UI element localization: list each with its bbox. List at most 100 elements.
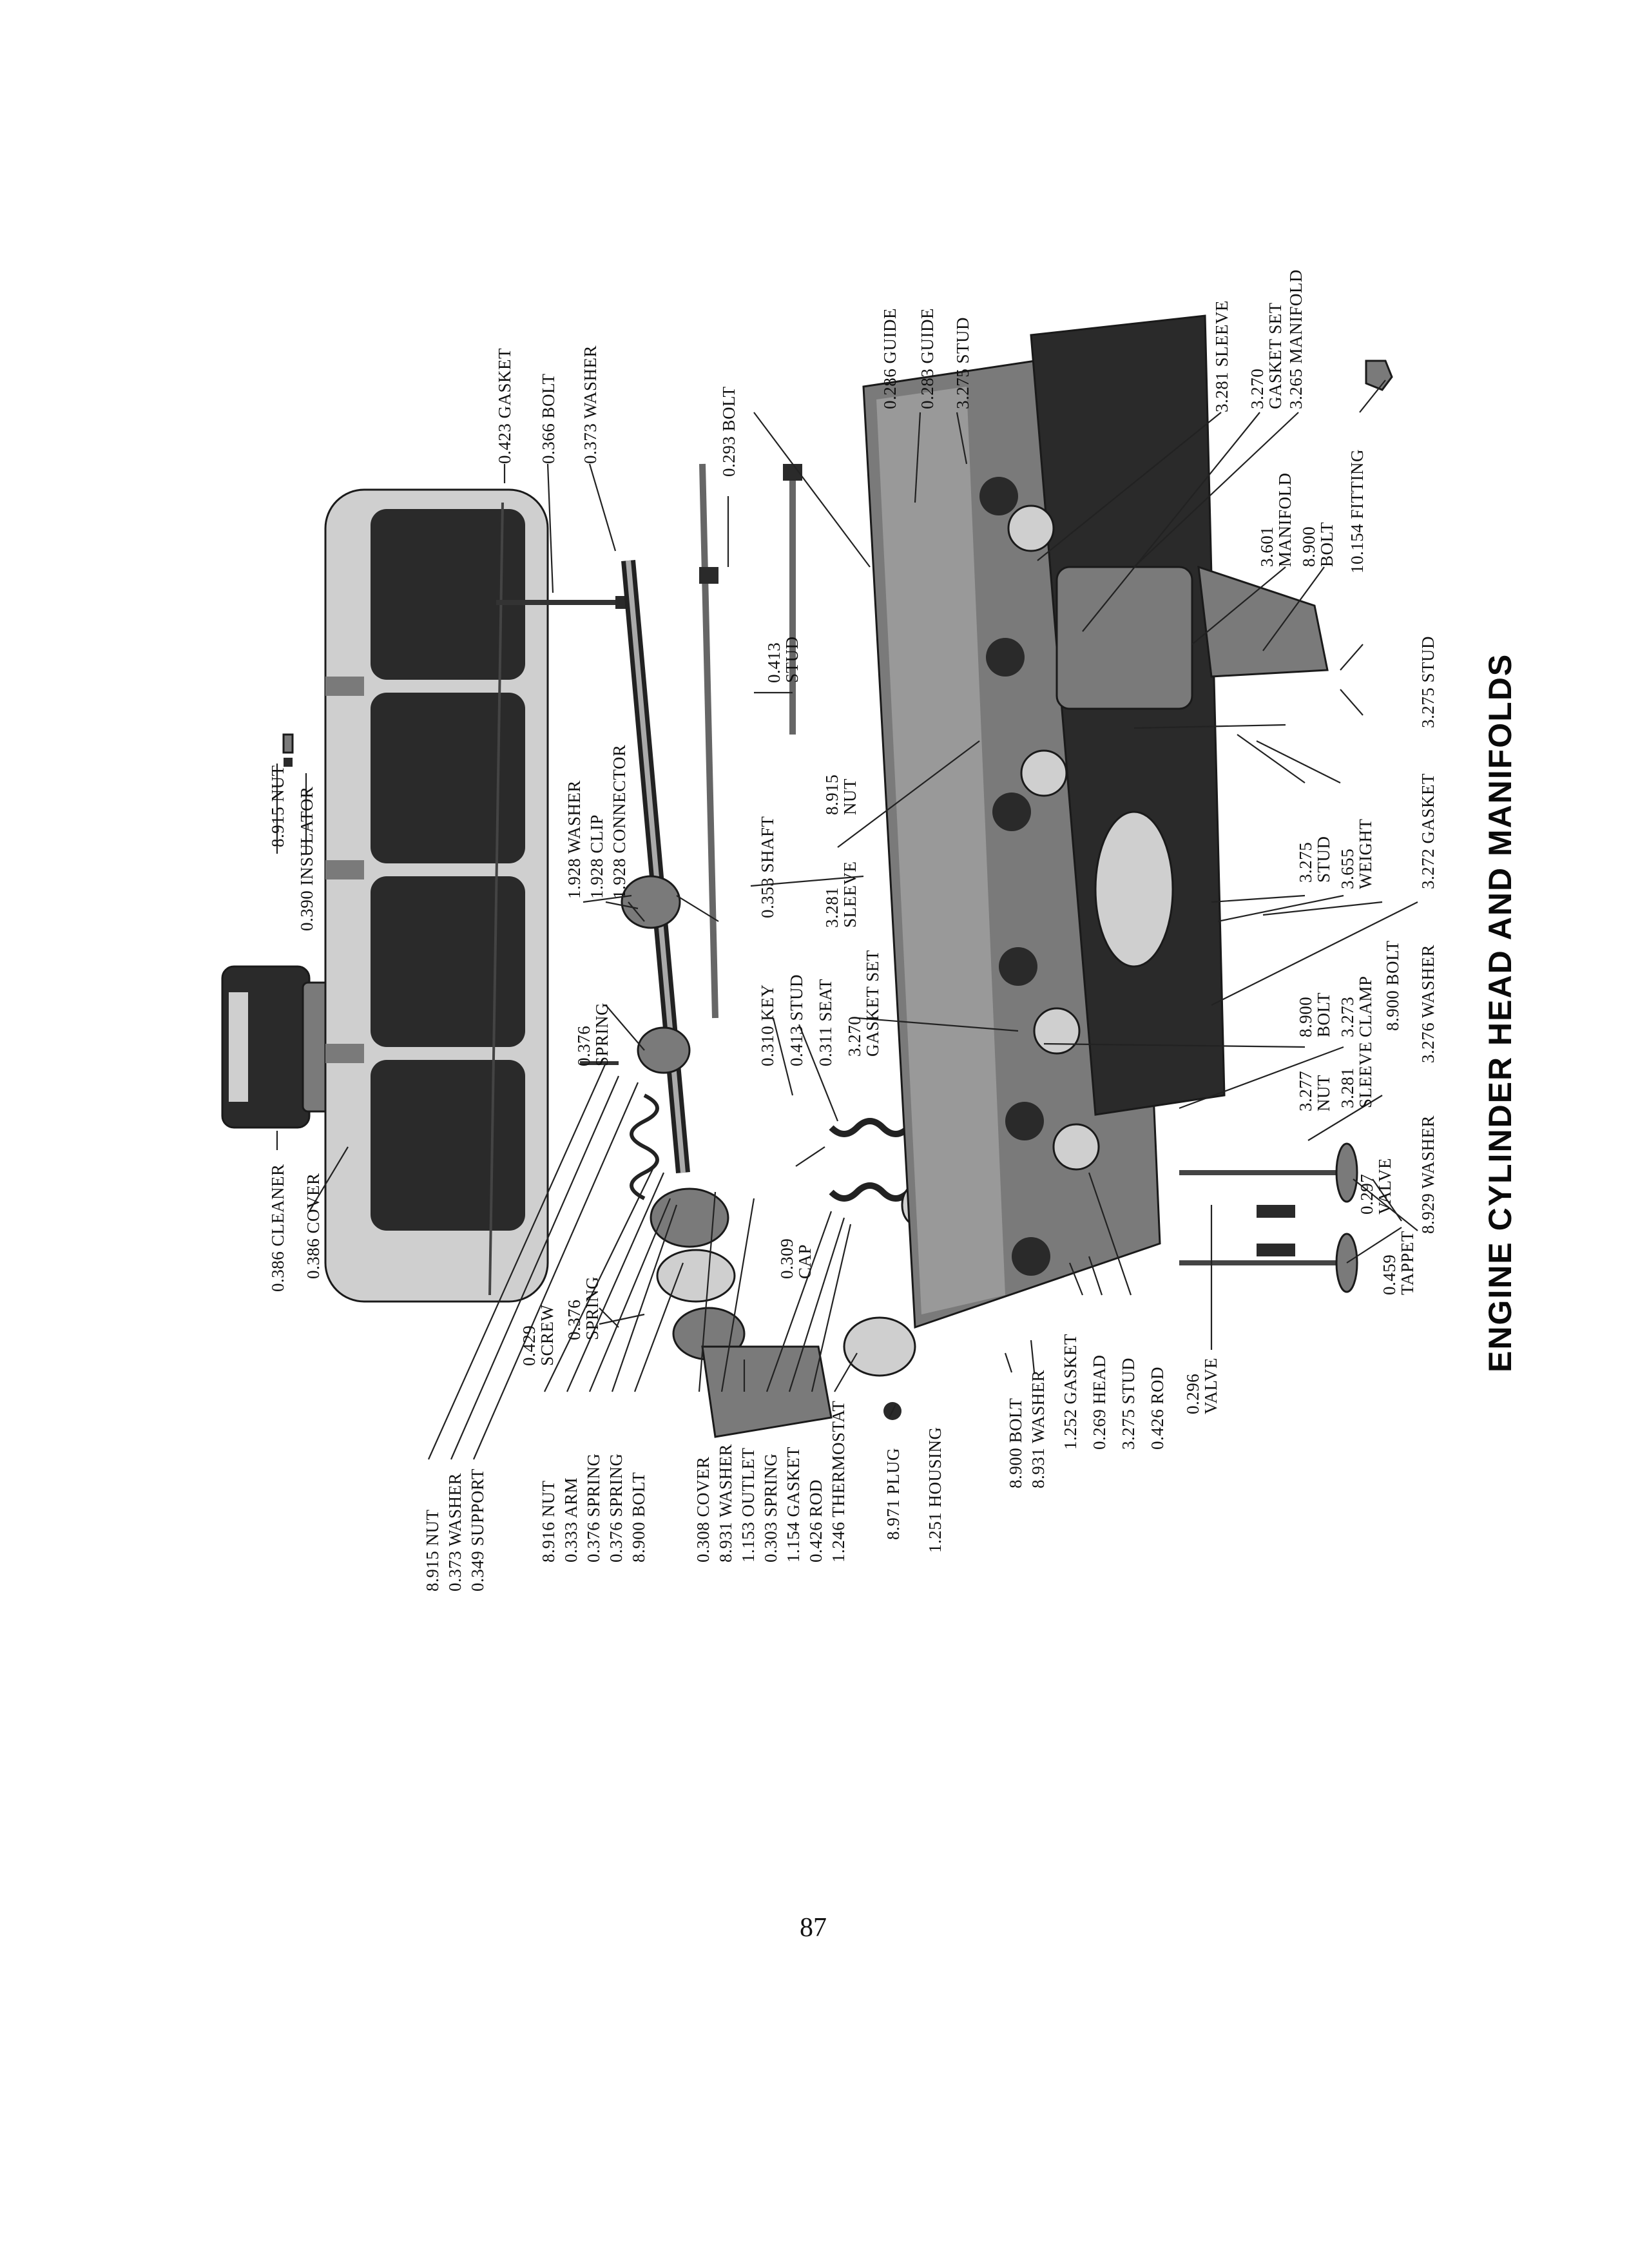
label-clip-1928: 1.928 CLIP xyxy=(587,814,606,899)
label-gasketset-3270-mid-a: 3.270 xyxy=(845,1016,864,1057)
label-gasketset-3270-mid-b: GASKET SET xyxy=(863,950,882,1057)
label-stud-3275-low: 3.275 STUD xyxy=(1119,1358,1138,1450)
label-sleeve-3281-low-b: SLEEVE xyxy=(1356,1042,1375,1109)
label-stud-413-top-a: 0.413 xyxy=(764,642,784,683)
label-washer-373-left: 0.373 WASHER xyxy=(445,1473,465,1591)
water-outlet-part xyxy=(701,1316,916,1438)
label-washer-3276: 3.276 WASHER xyxy=(1418,945,1438,1063)
air-cleaner-part xyxy=(221,965,336,1129)
label-nut-3277-a: 3.277 xyxy=(1296,1071,1315,1111)
label-cleaner: 0.386 CLEANER xyxy=(268,1164,287,1293)
label-outlet-1153: 1.153 OUTLET xyxy=(738,1448,758,1562)
label-key-310: 0.310 KEY xyxy=(758,985,777,1067)
label-bolt-8900-mid-a: 8.900 xyxy=(1296,997,1315,1037)
label-sleeve-3281-mid-a: 3.281 xyxy=(822,887,842,928)
label-stud-413-mid: 0.413 STUD xyxy=(787,974,806,1066)
label-spring-376-low-a: 0.376 xyxy=(564,1300,584,1340)
label-stud-3275-right: 3.275 STUD xyxy=(1418,636,1438,728)
label-bolt-8900-left: 8.900 BOLT xyxy=(629,1472,648,1562)
page-title: ENGINE CYLINDER HEAD AND MANIFOLDS xyxy=(1482,653,1518,1372)
label-bolt-8900-top-b: BOLT xyxy=(1317,522,1336,567)
label-valve-297-a: 0.297 xyxy=(1357,1174,1376,1215)
label-gasket-1252: 1.252 GASKET xyxy=(1061,1334,1080,1450)
label-head-269: 0.269 HEAD xyxy=(1090,1355,1109,1450)
label-nut-8915-mid-a: 8.915 xyxy=(822,774,842,815)
label-gasketset-3270-top-b: GASKET SET xyxy=(1266,302,1285,409)
label-gasket-423: 0.423 GASKET xyxy=(495,348,514,464)
label-housing-1251: 1.251 HOUSING xyxy=(925,1427,945,1553)
label-rod-426-low: 0.426 ROD xyxy=(1148,1367,1167,1450)
valves-part xyxy=(1179,1142,1358,1293)
label-bolt-8900-top-a: 8.900 xyxy=(1299,526,1318,567)
label-washer-8931-low: 8.931 WASHER xyxy=(1028,1370,1048,1488)
label-spring-376-top-a: 0.376 xyxy=(574,1026,593,1066)
label-clamp-3273-a: 3.273 xyxy=(1338,997,1357,1037)
label-valve-296-b: VALVE xyxy=(1201,1358,1220,1414)
label-insulator: 0.390 INSULATOR xyxy=(297,786,316,931)
label-tappet-459-b: TAPPET xyxy=(1398,1231,1417,1295)
label-bolt-366: 0.366 BOLT xyxy=(539,373,558,464)
label-support-349: 0.349 SUPPORT xyxy=(468,1468,487,1591)
label-spring-376-b: 0.376 SPRING xyxy=(606,1453,626,1562)
label-manifold-3601-b: MANIFOLD xyxy=(1275,472,1295,567)
label-weight-3655-a: 3.655 xyxy=(1338,849,1357,889)
label-spring-376-low-b: SPRING xyxy=(583,1276,602,1340)
label-nut-8915-top: 8.915 NUT xyxy=(268,765,287,848)
label-nut-8915-mid-b: NUT xyxy=(840,778,860,815)
label-stud-413-top-b: STUD xyxy=(782,636,802,683)
label-valve-297-b: VALVE xyxy=(1375,1158,1394,1215)
label-tappet-459-a: 0.459 xyxy=(1380,1254,1399,1295)
label-gasket-1154: 1.154 GASKET xyxy=(784,1446,803,1562)
label-gasketset-3270-top-a: 3.270 xyxy=(1248,369,1267,409)
label-screw-429-b: SCREW xyxy=(537,1304,557,1366)
label-valve-296-a: 0.296 xyxy=(1183,1374,1202,1414)
rocker-cover-part xyxy=(324,488,549,1303)
label-clamp-3273-b: CLAMP xyxy=(1356,975,1375,1037)
cover-bolts-part xyxy=(496,596,627,1065)
label-manifold-3265: 3.265 MANIFOLD xyxy=(1286,269,1306,409)
fitting-part xyxy=(1365,360,1393,391)
label-manifold-3601-a: 3.601 xyxy=(1257,526,1277,567)
insulator-nut-part xyxy=(282,733,294,767)
label-sleeve-3281-low-a: 3.281 xyxy=(1338,1068,1357,1108)
label-washer-8931-left: 8.931 WASHER xyxy=(716,1444,735,1562)
label-weight-3655-b: WEIGHT xyxy=(1356,819,1375,889)
label-shaft-353: 0.353 SHAFT xyxy=(758,816,777,918)
label-nut-8915-left: 8.915 NUT xyxy=(423,1510,442,1592)
label-washer-1928: 1.928 WASHER xyxy=(564,780,584,899)
label-bolt-8900-right: 8.900 BOLT xyxy=(1383,940,1402,1031)
label-gasket-3272: 3.272 GASKET xyxy=(1418,773,1438,889)
label-washer-8929: 8.929 WASHER xyxy=(1418,1115,1438,1234)
label-rod-426-left: 0.426 ROD xyxy=(806,1479,825,1562)
label-bolt-293: 0.293 BOLT xyxy=(719,386,738,477)
label-stud-3275-top: 3.275 STUD xyxy=(953,317,972,409)
parts-illustration xyxy=(221,314,1393,1438)
label-spring-376-top-b: SPRING xyxy=(592,1003,612,1066)
label-fitting: 10.154 FITTING xyxy=(1347,449,1367,573)
label-guide-286: 0.286 GUIDE xyxy=(880,308,900,409)
label-thermostat-1246: 1.246 THERMOSTAT xyxy=(829,1401,848,1562)
cover-gasket-part xyxy=(488,502,504,1296)
label-guide-283: 0.283 GUIDE xyxy=(918,308,937,409)
label-bolt-8900-low: 8.900 BOLT xyxy=(1006,1398,1025,1488)
leader-lines xyxy=(276,380,1418,1460)
label-nut-8916: 8.916 NUT xyxy=(539,1481,558,1563)
label-sleeve-3281-mid-b: SLEEVE xyxy=(840,861,860,928)
label-arm-333: 0.333 ARM xyxy=(561,1477,581,1562)
label-nut-3277-b: NUT xyxy=(1314,1075,1333,1111)
rocker-shaft-part xyxy=(621,560,690,1173)
label-plug-8971: 8.971 PLUG xyxy=(883,1448,903,1540)
label-sleeve-3281-top: 3.281 SLEEVE xyxy=(1212,300,1231,412)
label-cover-386: 0.386 COVER xyxy=(304,1173,323,1279)
part-labels: 0.386 CLEANER 0.386 COVER 8.915 NUT 0.39… xyxy=(268,269,1518,1591)
label-cover-308: 0.308 COVER xyxy=(693,1456,713,1562)
label-spring-376-a: 0.376 SPRING xyxy=(584,1453,603,1562)
label-seat-311: 0.311 SEAT xyxy=(816,979,835,1066)
head-bolts-part xyxy=(699,463,802,1019)
page-number: 87 xyxy=(800,1913,827,1943)
label-stud-3275-mid-a: 3.275 xyxy=(1296,842,1315,883)
label-cap-309-b: CAP xyxy=(795,1244,815,1279)
label-screw-429-a: 0.429 xyxy=(519,1325,539,1366)
label-cap-309-a: 0.309 xyxy=(777,1238,796,1279)
